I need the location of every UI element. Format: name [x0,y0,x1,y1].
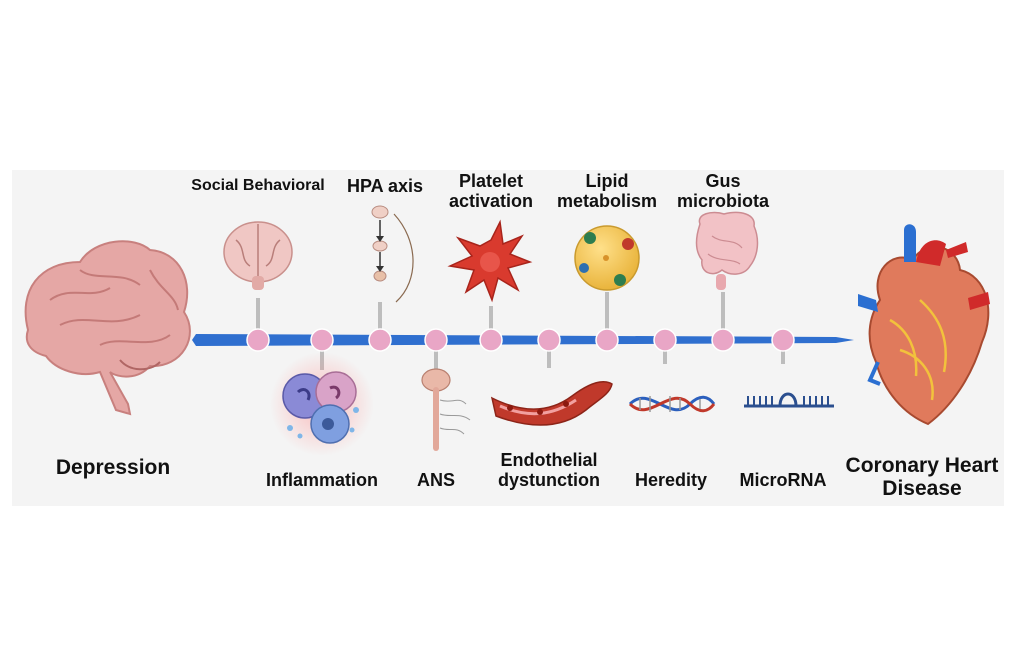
endothelial-line-1: Endothelial [500,450,598,470]
gus-line-2: microbiota [676,190,770,211]
node-microbiota [711,328,735,352]
gus-line-1: Gus [705,171,741,191]
node-social-behavioral [246,328,270,352]
timeline-axis [192,334,854,346]
depression-brain-icon [24,240,191,416]
intestine-icon [695,211,759,290]
node-lipid [595,328,619,352]
coronary-heart-disease-label: Coronary Heart Disease [846,454,999,500]
lipid-line-2: metabolism [556,190,658,211]
timeline-nodes [246,328,795,352]
heart-icon [858,224,990,426]
lipid-droplet-icon [574,225,640,291]
node-platelet [479,328,503,352]
dna-icon [628,395,716,413]
label-gus-microbiota: Gus microbiota [676,171,770,212]
node-heredity [653,328,677,352]
label-lipid-metabolism: Lipid metabolism [556,171,658,212]
label-platelet-activation: Platelet activation [448,171,534,212]
label-social-behavioral: Social Behavioral [191,177,325,194]
label-inflammation: Inflammation [265,470,379,490]
label-hpa-axis: HPA axis [346,176,424,196]
node-endothelial [537,328,561,352]
node-inflammation [310,328,334,352]
node-hpa-axis [368,328,392,352]
nerve-icon [421,368,471,451]
label-heredity: Heredity [634,470,708,490]
label-endothelial-dysfunction: Endothelial dystunction [498,450,600,491]
brain-top-icon [223,221,293,290]
chd-line-2: Disease [882,477,962,501]
hpa-axis-icon [371,205,414,303]
microrna-icon [744,392,834,408]
node-ans [424,328,448,352]
platelet-line-1: Platelet [458,171,524,191]
label-ans: ANS [416,470,456,490]
immune-cells-icon [270,352,374,456]
endothelial-line-2: dystunction [498,469,600,490]
depression-label: Depression [55,456,171,479]
label-microrna: MicroRNA [739,470,827,490]
blood-vessel-icon [490,380,613,426]
lipid-line-1: Lipid [585,171,629,191]
node-microrna [771,328,795,352]
chd-line-1: Coronary Heart [845,454,999,477]
platelet-line-2: activation [448,190,534,211]
platelet-icon [447,219,533,303]
